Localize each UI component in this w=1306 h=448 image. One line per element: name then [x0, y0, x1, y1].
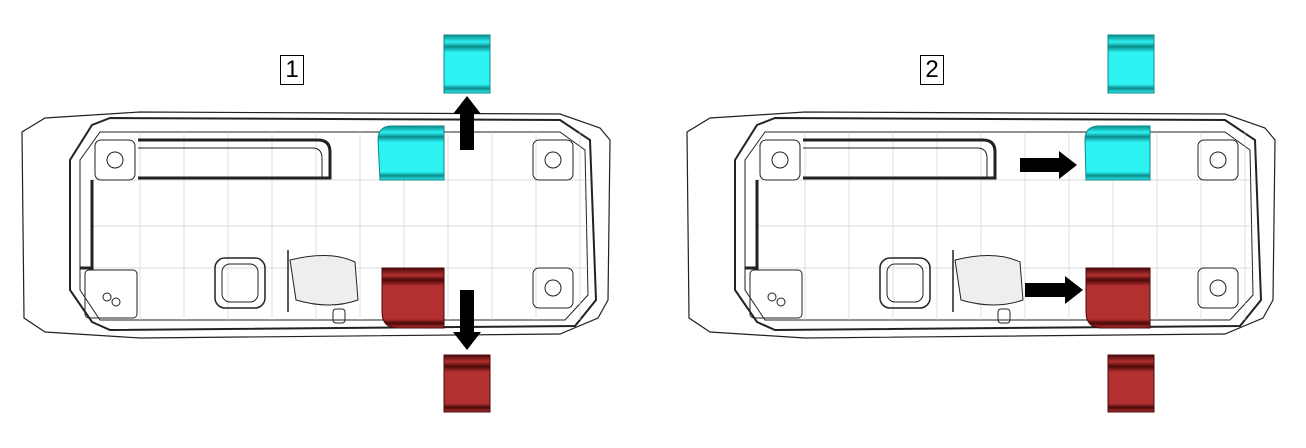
corner-seat [1197, 139, 1239, 181]
corner-seat [94, 139, 136, 181]
step-label-1: 1 [280, 55, 304, 85]
side-bench [745, 180, 759, 270]
corner-seat [1197, 267, 1239, 309]
cup-holder-icon [1209, 279, 1227, 297]
red-seat-installed [1085, 267, 1151, 329]
side-bench [80, 180, 94, 270]
arrow-down-icon [453, 290, 481, 350]
bench-seat [803, 138, 997, 180]
arrow-right-icon [1020, 151, 1077, 179]
bench-seat-inner [138, 147, 323, 178]
helm-seat-cushion [221, 263, 259, 303]
cup-holder-icon [767, 292, 777, 302]
inner-rail [79, 131, 589, 321]
bench-seat-inner [803, 147, 988, 178]
red-seat-installed [381, 267, 445, 329]
inner-rail [744, 131, 1254, 321]
cup-holder-icon [544, 279, 562, 297]
corner-seat [532, 267, 574, 309]
helm-seat [214, 257, 266, 309]
cup-holder-icon [106, 151, 124, 169]
cyan-seat-spare [1107, 34, 1155, 94]
cyan-seat-removed [443, 34, 491, 94]
arrow-right-icon [1025, 276, 1083, 304]
helm-console [289, 254, 359, 306]
arrow-up-icon [453, 96, 481, 150]
red-seat-spare [1107, 354, 1155, 413]
throttle [332, 308, 346, 324]
corner-seat [84, 269, 138, 319]
step-label-2: 2 [920, 55, 944, 85]
helm-seat [879, 257, 931, 309]
deck-rail [69, 116, 598, 332]
throttle [997, 308, 1011, 324]
seat-module-red [381, 267, 491, 413]
corner-seat [759, 139, 801, 181]
seat-module-red [1085, 267, 1155, 413]
helm-console [954, 254, 1024, 306]
corner-seat [749, 269, 803, 319]
cyan-seat-installed [377, 125, 445, 181]
red-seat-removed [443, 354, 491, 413]
bench-seat [138, 138, 332, 180]
cup-holder-icon [1209, 151, 1227, 169]
cup-holder-icon [776, 297, 786, 307]
cyan-seat-installed [1084, 125, 1151, 181]
seat-module-cyan [1084, 34, 1155, 181]
boat-panel-1 [21, 34, 611, 413]
helm-seat-cushion [886, 263, 924, 303]
cup-holder-icon [111, 297, 121, 307]
cup-holder-icon [544, 151, 562, 169]
corner-seat [532, 139, 574, 181]
cup-holder-icon [771, 151, 789, 169]
seat-module-cyan [377, 34, 491, 181]
cup-holder-icon [102, 292, 112, 302]
boat-panel-2 [686, 34, 1276, 413]
deck-rail [734, 116, 1263, 332]
